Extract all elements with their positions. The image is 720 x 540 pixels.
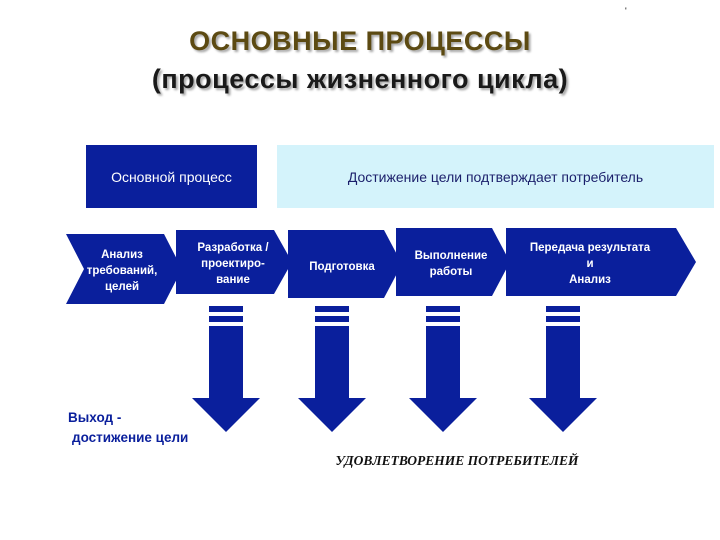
step-label-line: проектиро- [201, 258, 265, 270]
main-process-label: Основной процесс [111, 168, 232, 185]
output-label-line2: достижение цели [72, 430, 189, 445]
goal-statement-box: Достижение цели подтверждает потребитель [277, 145, 714, 208]
down-arrow-0 [192, 306, 260, 432]
down-arrow-3 [529, 306, 597, 432]
step-label-line: Выполнение [414, 250, 488, 262]
corner-mark: ' [625, 6, 627, 16]
step-label-execution: Выполнение работы [396, 248, 506, 280]
step-label-line: требований, [86, 265, 158, 277]
customer-satisfaction-label: УДОВЛЕТВОРЕНИЕ ПОТРЕБИТЕЛЕЙ [335, 453, 579, 468]
step-label-line: Передача результата [529, 242, 651, 254]
output-label: Выход - достижение цели [68, 408, 248, 448]
step-label-line: вание [216, 274, 250, 286]
down-arrow-1 [298, 306, 366, 432]
step-label-line: Анализ [101, 249, 143, 261]
step-label-line: целей [104, 281, 140, 293]
step-label-line: и [586, 258, 594, 270]
step-chevron-4 [506, 228, 696, 296]
step-label-transfer: Передача результата и Анализ [506, 240, 674, 288]
step-chevron-1 [176, 230, 292, 294]
main-process-box: Основной процесс [86, 145, 257, 208]
step-label-design: Разработка / проектиро- вание [178, 240, 288, 288]
step-chevron-2 [288, 230, 402, 298]
step-chevron-3 [396, 228, 510, 296]
output-label-line1: Выход - [68, 410, 122, 425]
step-label-line: Анализ [569, 274, 611, 286]
step-label-line: Разработка / [197, 242, 269, 254]
page-title: ОСНОВНЫЕ ПРОЦЕССЫ [189, 26, 531, 56]
page-subtitle: (процессы жизненного цикла) [151, 64, 569, 94]
step-label-preparation: Подготовка [288, 259, 396, 275]
down-arrow-2 [409, 306, 477, 432]
goal-statement-label: Достижение цели подтверждает потребитель [347, 168, 644, 185]
step-label-line: Подготовка [309, 261, 375, 273]
step-chevron-0 [66, 234, 182, 304]
down-arrows [192, 306, 597, 432]
step-label-line: работы [429, 266, 473, 278]
step-chevrons [66, 228, 696, 304]
step-label-analysis: Анализ требований, целей [66, 247, 178, 295]
